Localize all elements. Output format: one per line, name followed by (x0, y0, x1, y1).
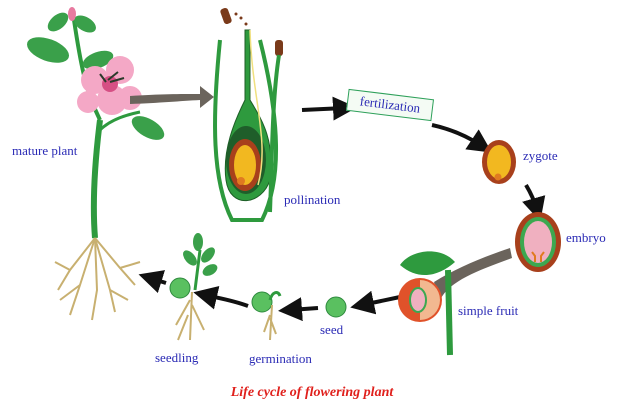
diagram-caption: Life cycle of flowering plant (230, 385, 394, 400)
simple-fruit-illustration (398, 251, 455, 356)
arrow-to-zygote (431, 123, 492, 153)
arrow-to-embryo (522, 183, 546, 222)
label-simple-fruit: simple fruit (458, 303, 519, 318)
arrow-to-seed (350, 290, 401, 315)
roots (54, 237, 141, 321)
cycle-arrows (138, 96, 546, 322)
seed-illustration (325, 296, 347, 318)
germination-illustration (251, 291, 282, 341)
label-zygote: zygote (523, 148, 558, 163)
label-seedling: seedling (155, 350, 199, 365)
label-seed: seed (320, 322, 344, 337)
pistil-illustration (213, 7, 283, 222)
embryo-illustration (515, 212, 561, 272)
zygote-illustration (482, 140, 516, 184)
arrow-to-pollination (130, 86, 214, 108)
label-mature-plant: mature plant (12, 143, 78, 158)
arrow-to-fertilization (301, 96, 357, 121)
label-pollination: pollination (284, 192, 341, 207)
label-fertilization: fertilization (359, 93, 422, 116)
label-embryo: embryo (566, 230, 606, 245)
arrow-to-seedling (193, 286, 249, 310)
arrow-to-simple-fruit (434, 248, 512, 300)
mature-plant-illustration (26, 7, 165, 321)
seedling-illustration (169, 233, 218, 341)
arrow-to-germination (278, 297, 319, 322)
arrow-to-mature-plant (138, 270, 167, 294)
label-germination: germination (249, 351, 312, 366)
